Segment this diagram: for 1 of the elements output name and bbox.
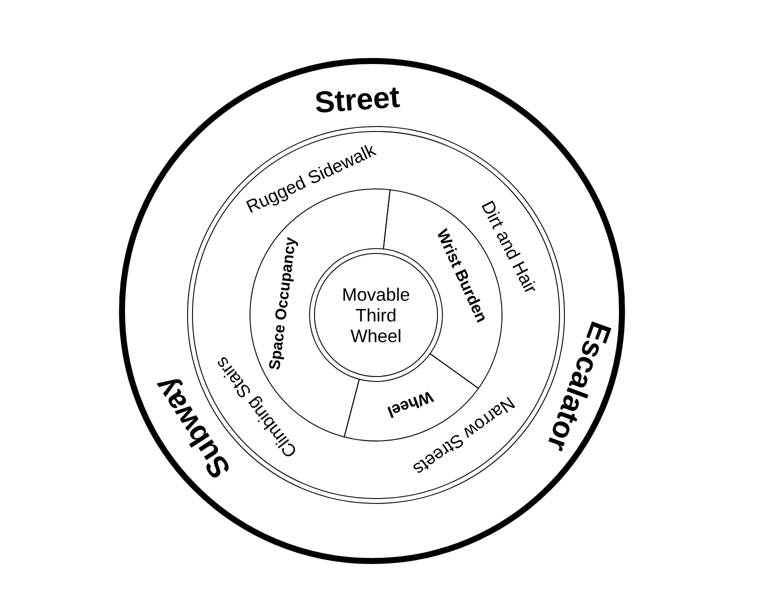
ring-label: Street [316,88,400,112]
